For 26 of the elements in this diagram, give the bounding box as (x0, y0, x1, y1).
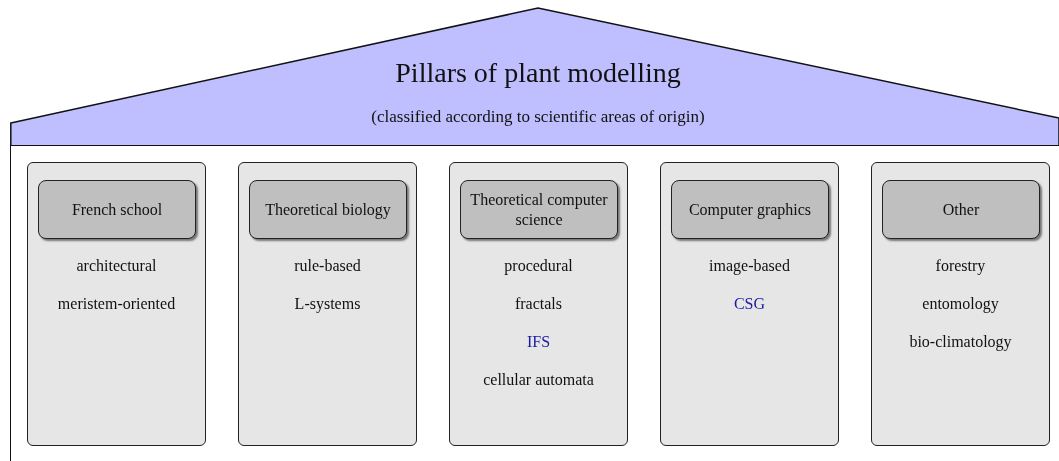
list-item-text: meristem-oriented (56, 295, 177, 313)
link-text: IFS (525, 333, 552, 351)
list-item-text: image-based (708, 257, 791, 275)
list-item-text: architectural (75, 257, 158, 275)
list-item-text: L-systems (293, 295, 362, 313)
list-item-text: procedural (503, 257, 574, 275)
list-item-text: forestry (934, 257, 987, 275)
subtitle-text: (classified according to scientific areas of origin) (371, 108, 705, 125)
list-item-text: entomology (921, 295, 1000, 313)
title-text: Pillars of plant modelling (395, 59, 681, 87)
list-item-text: bio-climatology (908, 333, 1013, 351)
header-box: Computer graphics (671, 180, 829, 239)
list-item-text: cellular automata (482, 371, 595, 389)
house-frame (10, 145, 1059, 461)
header-box: Other (882, 180, 1040, 239)
pillar-card (449, 162, 628, 446)
pillar-card (238, 162, 417, 446)
list-item-text: rule-based (293, 257, 362, 275)
list-item-text: fractals (513, 295, 564, 313)
header-box: French school (38, 180, 196, 239)
link-text: CSG (732, 295, 767, 313)
header-box: Theoretical computer science (460, 180, 618, 239)
header-box: Theoretical biology (249, 180, 407, 239)
pillar-card (660, 162, 839, 446)
pillar-card (871, 162, 1050, 446)
pillar-card (27, 162, 206, 446)
